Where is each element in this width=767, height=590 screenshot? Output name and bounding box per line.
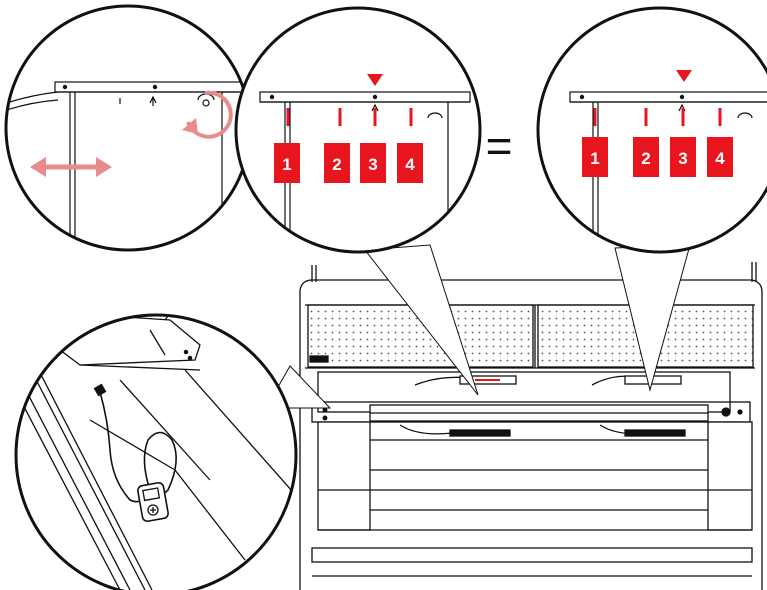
double-arrow-horizontal-icon — [30, 157, 112, 177]
marker-label: 3 — [678, 149, 687, 168]
marker-box-1: 1 — [274, 143, 300, 183]
remote-controller-icon — [137, 482, 169, 522]
marker-box-2: 2 — [324, 143, 350, 183]
marker-box-3: 3 — [670, 137, 696, 177]
marker-box-1: 1 — [582, 137, 608, 177]
callout-remote-controller — [14, 313, 298, 590]
marker-label: 1 — [590, 149, 599, 168]
marker-label: 1 — [282, 155, 291, 174]
triangle-down-icon — [676, 70, 692, 82]
triangle-down-icon — [367, 74, 383, 86]
marker-label: 4 — [715, 149, 725, 168]
plotter-machine — [299, 262, 763, 590]
marker-label: 4 — [405, 155, 415, 174]
callout-scale-marks-current: 1 2 3 4 — [234, 6, 482, 254]
marker-label: 3 — [368, 155, 377, 174]
marker-label: 2 — [332, 155, 341, 174]
rotate-clockwise-icon — [182, 90, 233, 139]
callout-adjust — [4, 4, 252, 252]
marker-box-4: 4 — [707, 137, 733, 177]
marker-box-4: 4 — [397, 143, 423, 183]
marker-box-3: 3 — [360, 143, 386, 183]
equals-sign: = — [486, 120, 513, 172]
marker-label: 2 — [641, 149, 650, 168]
marker-box-2: 2 — [633, 137, 659, 177]
callout-scale-marks-target: 1 2 3 4 — [536, 6, 767, 254]
